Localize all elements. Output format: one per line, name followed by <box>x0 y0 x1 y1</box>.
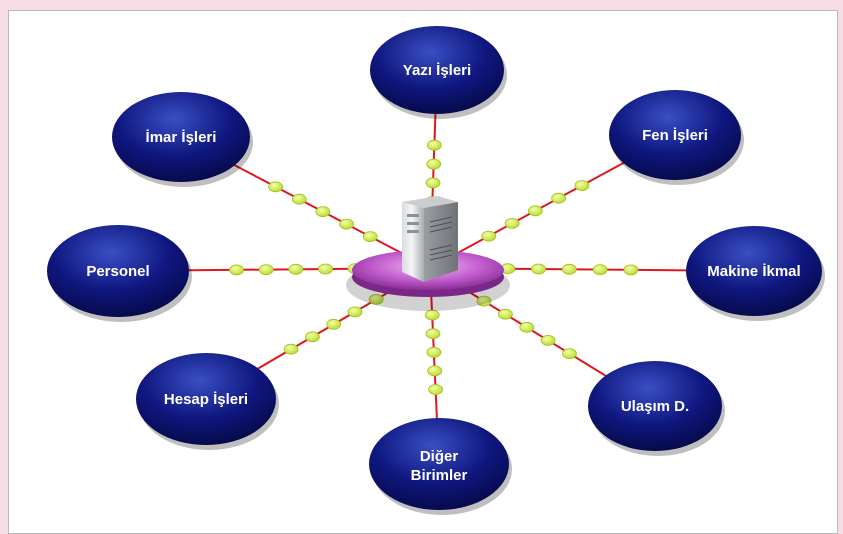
connector-bead <box>428 384 444 395</box>
connector-bead <box>425 177 441 189</box>
node-ulasim-d[interactable]: Ulaşım D. <box>588 361 725 456</box>
connector-bead <box>592 264 608 276</box>
connector-bead <box>528 205 543 217</box>
node-label: Fen İşleri <box>642 127 708 144</box>
connector-bead <box>497 308 513 320</box>
connector-bead <box>339 218 355 230</box>
connector-bead <box>519 321 535 333</box>
connector-bead <box>304 331 320 343</box>
connector-bead <box>425 328 441 340</box>
node-body <box>369 418 509 510</box>
connector-bead <box>229 264 245 276</box>
connector-bead <box>424 309 440 321</box>
node-personel[interactable]: Personel <box>47 225 192 322</box>
connector-bead <box>504 217 520 229</box>
connector-bead <box>315 206 331 218</box>
node-body <box>370 26 504 114</box>
node-body <box>112 92 250 182</box>
connector-bead <box>574 180 590 191</box>
node-body <box>686 226 822 316</box>
node-label: Personel <box>86 263 149 280</box>
connector-bead <box>476 295 492 307</box>
hub <box>346 196 510 311</box>
connector-bead <box>347 306 363 318</box>
node-body <box>136 353 276 445</box>
connector-bead <box>426 158 442 170</box>
node-label: İmar İşleri <box>146 129 217 146</box>
node-label: Yazı İşleri <box>403 62 471 79</box>
node-label: Ulaşım D. <box>621 398 689 415</box>
connector-bead <box>291 193 307 205</box>
node-imar-isleri[interactable]: İmar İşleri <box>112 92 253 187</box>
connector-bead <box>426 346 442 358</box>
connector-bead <box>562 348 577 360</box>
connector-bead <box>258 264 274 276</box>
connector-bead <box>318 263 333 275</box>
connector-bead <box>427 365 443 377</box>
connector-bead <box>551 192 566 204</box>
connector-bead <box>283 343 299 355</box>
connector-bead <box>561 263 577 275</box>
connector-bead <box>623 264 639 276</box>
node-hesap-isleri[interactable]: Hesap İşleri <box>136 353 279 450</box>
connector-bead <box>288 263 304 275</box>
node-yazi-isleri[interactable]: Yazı İşleri <box>370 26 507 119</box>
server-icon <box>402 196 458 282</box>
connector-bead <box>540 334 556 346</box>
connector-bead <box>426 139 442 151</box>
node-makine-ikmal[interactable]: Makine İkmal <box>686 226 825 321</box>
node-body <box>47 225 189 317</box>
node-body <box>588 361 722 451</box>
connector-bead <box>481 230 497 242</box>
connector-bead <box>268 181 284 193</box>
node-label: Makine İkmal <box>707 263 800 280</box>
node-body <box>609 90 741 180</box>
connector-bead <box>368 293 384 305</box>
connector-bead <box>531 263 546 275</box>
node-label: Hesap İşleri <box>164 391 248 408</box>
connector-bead <box>362 231 378 243</box>
node-fen-isleri[interactable]: Fen İşleri <box>609 90 744 185</box>
connector-bead <box>326 318 342 330</box>
